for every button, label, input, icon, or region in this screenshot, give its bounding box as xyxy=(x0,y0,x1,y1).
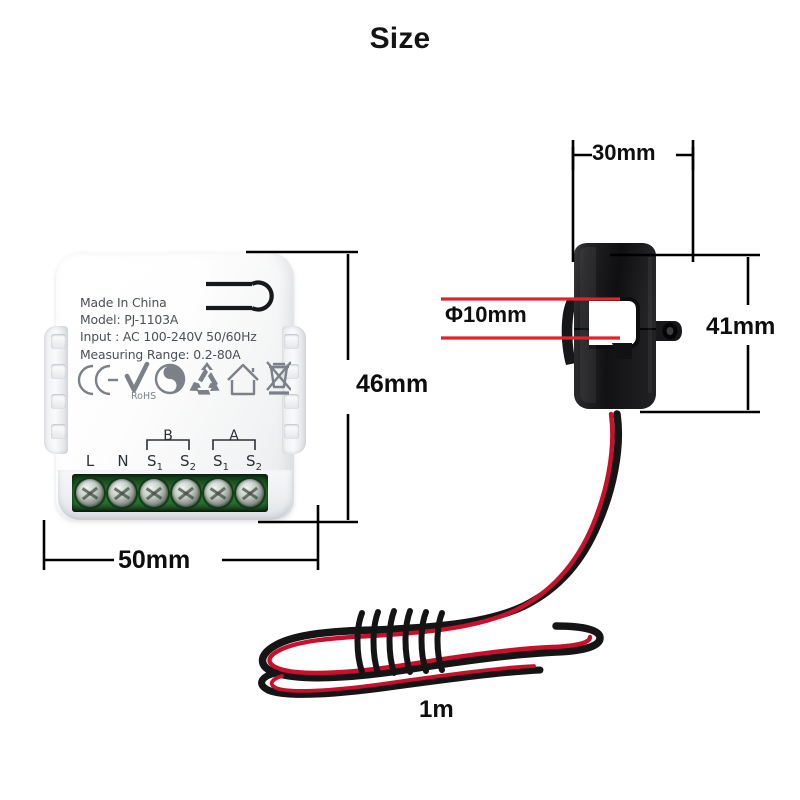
dimension-label-46mm: 46mm xyxy=(356,370,429,398)
rohs-icon xyxy=(124,361,150,393)
group-label-a: A xyxy=(229,428,239,444)
weee-crossed-bin-icon xyxy=(266,361,291,395)
ear-slot xyxy=(51,424,66,439)
terminal-label-a-s1: S1 xyxy=(213,452,229,473)
label-line-origin: Made In China xyxy=(80,295,167,310)
sensor-cable xyxy=(258,410,623,698)
group-brackets xyxy=(146,439,256,450)
certification-icon-strip: RoHS xyxy=(77,361,291,400)
switch-module: Made In China Model: PJ-1103A Input : AC… xyxy=(44,252,306,520)
terminal-screw xyxy=(76,479,104,507)
page-title: Size xyxy=(369,22,431,55)
terminal-screw xyxy=(236,479,264,507)
terminal-label-a-s2: S2 xyxy=(246,452,262,473)
group-label-b: B xyxy=(163,428,173,444)
ear-slot xyxy=(284,394,299,409)
label-line-input: Input : AC 100-240V 50/60Hz xyxy=(80,329,257,345)
terminal-block xyxy=(72,474,268,512)
cable-binding xyxy=(354,608,445,676)
ct-clamp-sensor xyxy=(561,243,682,409)
dimension-label-30mm: 30mm xyxy=(592,140,656,165)
terminal-screw xyxy=(204,479,232,507)
ear-slot xyxy=(51,364,66,379)
terminal-legend: B A L N S1 S2 S1 S2 xyxy=(58,428,292,473)
terminal-screw xyxy=(108,479,136,507)
green-dot-icon xyxy=(154,363,186,395)
label-line-model: Model: PJ-1103A xyxy=(80,312,179,328)
terminal-label-b-s2: S2 xyxy=(180,452,196,473)
ear-slot xyxy=(284,334,299,349)
terminal-label-n: N xyxy=(117,452,129,470)
ear-slot xyxy=(51,394,66,409)
terminal-label-l: L xyxy=(85,452,95,470)
ear-slot xyxy=(51,334,66,349)
label-line-range: Measuring Range: 0.2-80A xyxy=(80,346,241,362)
dimension-label-aperture: Φ10mm xyxy=(445,302,527,327)
terminal-screw xyxy=(172,479,200,507)
clamp-aperture xyxy=(589,299,638,347)
ce-icon xyxy=(77,364,118,396)
dimension-label-41mm: 41mm xyxy=(706,313,776,340)
dimension-label-50mm: 50mm xyxy=(118,546,191,574)
terminal-label-b-s1: S1 xyxy=(147,452,163,473)
terminal-screw xyxy=(140,479,168,507)
dimension-label-cable-length: 1m xyxy=(419,696,454,723)
rohs-caption: RoHS xyxy=(131,391,156,400)
module-label-text: Made In China Model: PJ-1103A Input : AC… xyxy=(80,294,280,363)
mounting-ear-left xyxy=(44,326,68,454)
recycling-icon xyxy=(189,362,220,395)
clamp-hinge-arm xyxy=(561,298,577,365)
keyhole-slot-icon xyxy=(206,280,274,312)
indoor-use-house-icon xyxy=(227,363,259,396)
